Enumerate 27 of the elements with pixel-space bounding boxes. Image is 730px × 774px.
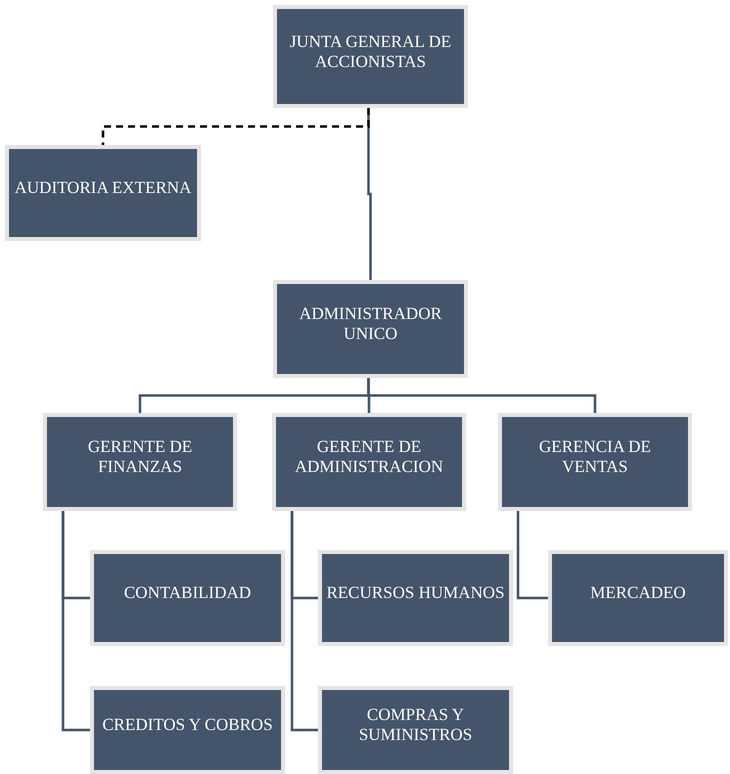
org-box — [90, 686, 285, 774]
org-box — [272, 413, 466, 511]
org-box — [43, 413, 237, 511]
org-box — [548, 550, 728, 646]
connector — [62, 511, 90, 732]
box-label: AUDITORIA EXTERNA — [14, 178, 192, 198]
org-box — [5, 145, 201, 241]
org-box — [318, 686, 513, 774]
connector — [290, 511, 318, 732]
org-box — [498, 413, 692, 511]
box-label: GERENTE DE FINANZAS — [86, 437, 194, 477]
box-label: RECURSOS HUMANOS — [326, 583, 505, 603]
org-box — [318, 550, 513, 646]
org-box — [273, 5, 468, 108]
org-box — [273, 280, 468, 378]
box-label: ADMINISTRADOR UNICO — [298, 304, 443, 344]
box-label: CREDITOS Y COBROS — [102, 715, 273, 735]
connector — [516, 511, 548, 600]
box-label: GERENCIA DE VENTAS — [538, 437, 652, 477]
connector — [367, 378, 596, 413]
box-label: COMPRAS Y SUMINISTROS — [358, 705, 474, 745]
box-label: MERCADEO — [590, 583, 686, 603]
dashed-connector — [102, 108, 370, 145]
box-label: JUNTA GENERAL DE ACCIONISTAS — [288, 32, 452, 72]
org-box — [90, 550, 285, 646]
box-label: GERENTE DE ADMINISTRACION — [294, 437, 444, 477]
box-label: CONTABILIDAD — [124, 583, 252, 603]
